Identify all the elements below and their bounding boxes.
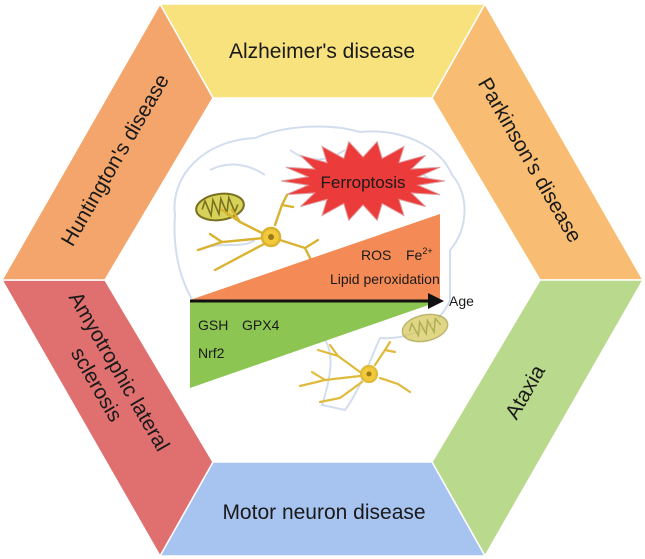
ferroptosis-burst bbox=[280, 140, 446, 222]
neuron-icon bbox=[298, 340, 412, 404]
label-gpx4: GPX4 bbox=[242, 317, 280, 333]
label-alzheimers: Alzheimer's disease bbox=[229, 40, 415, 63]
label-lipid-peroxidation: Lipid peroxidation bbox=[330, 271, 440, 287]
decreasing-triangle bbox=[190, 301, 440, 388]
label-fe: Fe2+ bbox=[406, 246, 433, 263]
increasing-triangle bbox=[190, 214, 440, 300]
fe-symbol: Fe bbox=[406, 247, 423, 263]
label-gsh: GSH bbox=[198, 317, 228, 333]
mitochondrion-icon bbox=[195, 192, 245, 222]
label-age: Age bbox=[449, 293, 474, 309]
label-motor-neuron: Motor neuron disease bbox=[222, 501, 425, 524]
label-ferroptosis: Ferroptosis bbox=[320, 173, 405, 192]
mitochondrion-icon bbox=[401, 313, 449, 343]
age-arrow bbox=[190, 293, 444, 309]
fe-charge: 2+ bbox=[422, 246, 432, 256]
label-nrf2: Nrf2 bbox=[198, 345, 225, 361]
label-ros: ROS bbox=[361, 247, 391, 263]
